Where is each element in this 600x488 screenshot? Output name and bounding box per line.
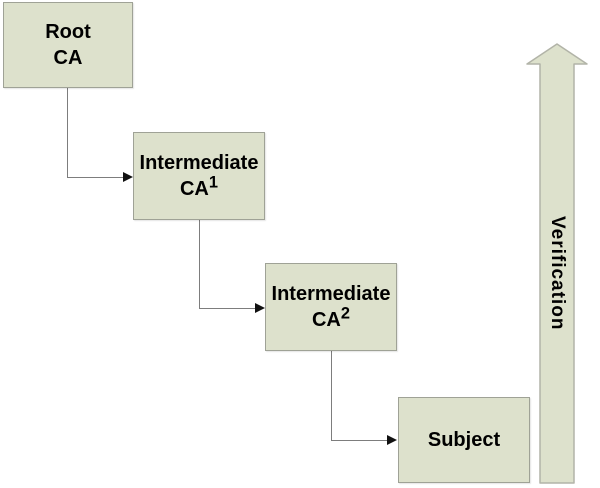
node-intermediate-ca-2: Intermediate CA2	[265, 263, 397, 351]
node-root-ca: Root CA	[3, 2, 133, 88]
connector-int2-to-subject-horizontal	[331, 440, 388, 441]
node-root-ca-line2-text: CA	[53, 47, 83, 69]
node-intermediate-ca-1-line1: Intermediate	[139, 152, 259, 174]
node-subject-line1: Subject	[427, 429, 501, 451]
connector-int2-to-subject-vertical	[331, 351, 332, 440]
connector-root-to-int1-horizontal	[67, 177, 124, 178]
node-intermediate-ca-1: Intermediate CA1	[133, 132, 265, 220]
arrowhead-into-intermediate-ca-1-icon	[123, 172, 133, 182]
verification-arrow-label: Verification	[547, 216, 568, 331]
node-root-ca-line2: CA	[54, 45, 83, 71]
node-intermediate-ca-1-line2-text: CA	[179, 178, 209, 200]
node-intermediate-ca-2-line2-text: CA	[311, 309, 341, 331]
arrowhead-into-intermediate-ca-2-icon	[255, 303, 265, 313]
node-intermediate-ca-1-superscript: 1	[208, 173, 218, 192]
node-subject: Subject	[398, 397, 530, 483]
connector-int1-to-int2-vertical	[199, 220, 200, 308]
node-root-ca-line1: Root	[45, 21, 91, 43]
connector-int1-to-int2-horizontal	[199, 308, 256, 309]
node-intermediate-ca-2-line2: CA2	[311, 304, 350, 333]
node-intermediate-ca-1-line2: CA1	[179, 173, 218, 202]
arrowhead-into-subject-icon	[387, 435, 397, 445]
node-intermediate-ca-2-superscript: 2	[340, 304, 350, 323]
node-intermediate-ca-2-line1: Intermediate	[271, 283, 391, 305]
connector-root-to-int1-vertical	[67, 88, 68, 177]
